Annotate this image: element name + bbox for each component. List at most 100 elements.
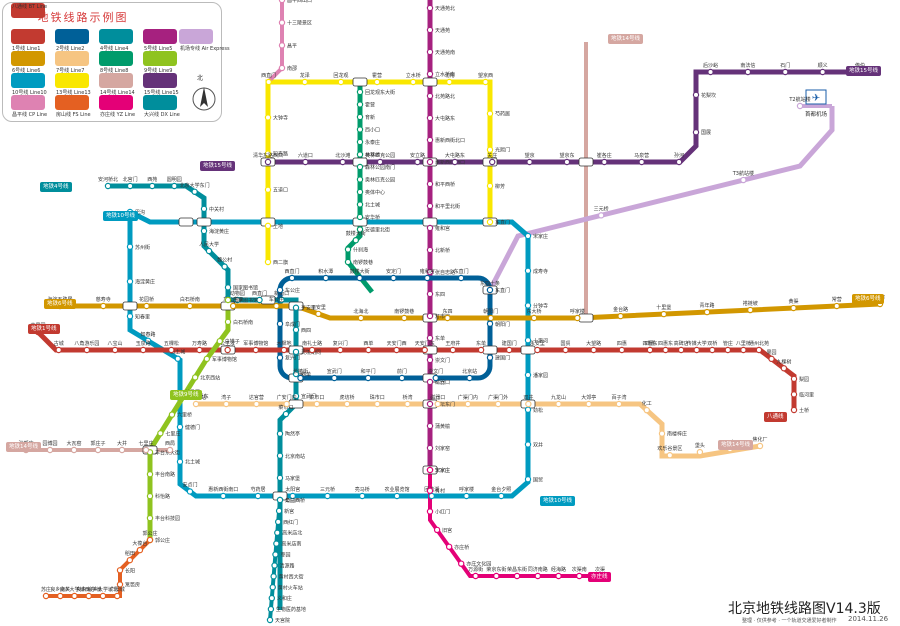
station-label: 永安里: [530, 340, 545, 347]
station-label: 荣京东街: [486, 566, 506, 573]
station-label: 东四: [435, 291, 445, 298]
station-dot: [265, 78, 272, 86]
station-label: 蒲黄榆: [435, 423, 450, 430]
station-dot: [466, 374, 473, 382]
station-dot: [563, 158, 571, 166]
station-label: 长椿街: [293, 368, 308, 375]
station-dot: [428, 492, 435, 500]
station-label: 西直门: [252, 290, 267, 297]
station-dot: [71, 592, 78, 600]
interchange-marker: [578, 313, 594, 323]
station-dot: [224, 346, 231, 354]
station-label: 珠市口: [370, 394, 385, 401]
station-dot: [666, 452, 674, 459]
station-label: 万寿路: [192, 340, 207, 347]
interchange-marker: [520, 345, 536, 355]
station-label: 平安里: [311, 304, 326, 311]
station-dot: [426, 4, 434, 12]
station-label: 马泉营: [634, 152, 649, 159]
station-dot: [747, 306, 754, 314]
station-dot: [308, 346, 316, 354]
station-label: 西单: [301, 371, 311, 378]
station-label: 四惠东: [658, 340, 673, 347]
station-label: 天安门东: [415, 340, 435, 347]
station-dot: [524, 441, 532, 448]
station-label: 土桥: [799, 407, 809, 414]
station-dot: [322, 274, 330, 282]
station-dot: [324, 492, 331, 500]
station-label: 朝阳门: [495, 321, 510, 328]
station-dot: [615, 400, 623, 408]
station-dot: [421, 346, 428, 354]
station-label: 育新: [365, 114, 375, 121]
station-label: 高米店南: [281, 541, 301, 548]
station-label: 东大桥: [527, 308, 542, 315]
station-dot: [457, 274, 465, 282]
station-label: 百子湾: [611, 394, 626, 401]
legend-swatch: [11, 51, 45, 66]
station-dot: [618, 346, 626, 354]
interchange-marker: [578, 157, 594, 167]
station-label: 车公庄西: [223, 296, 243, 303]
station-dot: [675, 158, 683, 166]
station-label: 良乡大学城北: [88, 586, 118, 593]
station-dot: [356, 138, 364, 146]
station-dot: [146, 470, 154, 478]
station-dot: [289, 492, 296, 500]
station-dot: [356, 88, 364, 96]
station-label: 亦庄文化园: [466, 561, 491, 568]
station-label: 回龙观东大街: [365, 89, 395, 96]
line-tag: 地铁10号线: [103, 211, 138, 221]
station-label: 霍营: [372, 72, 382, 79]
station-dot: [426, 70, 434, 78]
station-label: 篱笆房: [125, 582, 140, 589]
station-dot: [398, 374, 406, 382]
north-label: 北: [197, 75, 204, 82]
station-dot: [790, 304, 797, 312]
legend-swatch: [55, 51, 89, 66]
line-tag: 地铁6号线: [852, 294, 884, 304]
station-label: 车公庄: [285, 287, 300, 294]
station-dot: [229, 302, 237, 310]
station-dot: [486, 320, 494, 327]
station-dot: [576, 572, 583, 580]
station-dot: [267, 605, 275, 613]
station-label: 和平门: [361, 368, 376, 375]
station-dot: [404, 400, 411, 408]
station-dot: [269, 584, 276, 591]
station-dot: [356, 201, 364, 208]
station-dot: [94, 446, 102, 454]
station-dot: [359, 492, 366, 500]
station-label: 巴沟: [135, 209, 145, 216]
legend-label: 5号线 Line5: [144, 46, 173, 52]
station-dot: [356, 213, 364, 221]
station-dot: [426, 444, 434, 452]
station-dot: [276, 354, 284, 361]
station-label: 孙河: [674, 152, 684, 159]
station-label: 三元桥: [320, 486, 335, 493]
station-label: 白石桥南: [180, 296, 200, 303]
station-label: 南邵: [287, 65, 297, 72]
legend-label: 4号线 Line4: [100, 46, 129, 52]
station-dot: [526, 158, 533, 166]
station-label: 西苑: [147, 176, 157, 183]
legend-label: 9号线 Line9: [144, 68, 173, 74]
legend-label: 大兴线 DX Line: [144, 112, 180, 118]
station-dot: [276, 496, 284, 504]
station-dot: [426, 400, 434, 408]
station-label: 垡头: [695, 442, 705, 449]
station-label: 常营: [832, 296, 842, 303]
airport-glyph: ✈: [812, 93, 820, 104]
station-dot: [498, 492, 505, 500]
station-label: 化工: [642, 400, 652, 407]
station-label: 朝阳门: [483, 308, 498, 315]
station-label: 梨园: [799, 376, 809, 383]
station-label: 五棵松: [164, 340, 179, 347]
station-dot: [493, 572, 500, 580]
station-label: 宋家庄: [435, 467, 450, 474]
station-dot: [482, 78, 489, 86]
station-label: 北京南站: [285, 453, 305, 460]
station-dot: [574, 314, 581, 322]
station-label: 肖村: [435, 488, 445, 495]
